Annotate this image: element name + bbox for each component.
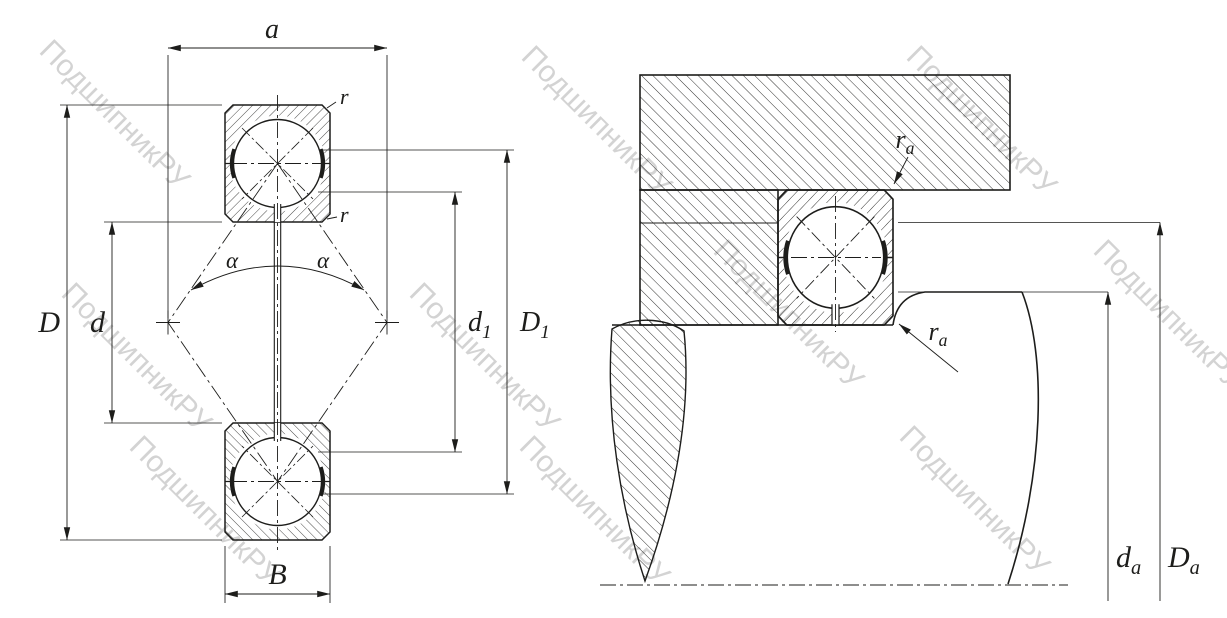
pressure-center-marks — [156, 310, 399, 335]
dimension-a: a — [167, 14, 388, 318]
contact-angle: α α — [190, 248, 365, 291]
dimension-D: D — [37, 104, 222, 541]
watermark-text: ПодшипникРУ — [55, 277, 218, 440]
dimension-B: B — [224, 546, 331, 603]
dim-a-label: a — [265, 14, 279, 45]
left-view-bearing-section: a r r α α D d — [37, 14, 550, 603]
contact-angle-right-label: α — [317, 248, 330, 273]
watermark-text: ПодшипникРУ — [893, 420, 1056, 583]
dim-D-label: D — [37, 306, 60, 339]
shaft-shoulder-fillet — [892, 291, 1022, 326]
shaft-shoulder-profile — [1007, 291, 1040, 585]
dim-r-outer-label: r — [340, 84, 349, 109]
inner-ring-split-lines — [273, 222, 282, 423]
mounted-ball-centerlines — [791, 196, 881, 332]
dim-Da-label: Da — [1167, 541, 1200, 579]
watermark-text: ПодшипникРУ — [403, 277, 566, 440]
shaft-break-section — [609, 319, 687, 584]
dim-ra-bottom-label: ra — [929, 317, 948, 350]
dimension-da: da — [898, 291, 1141, 601]
dimension-Da: Da — [898, 222, 1200, 601]
watermark-text: ПодшипникРУ — [33, 34, 196, 197]
dimension-d: d — [90, 221, 222, 424]
fillet-radius-inner: r — [326, 202, 349, 227]
dim-da-label: da — [1116, 541, 1141, 579]
dim-r-inner-label: r — [340, 202, 349, 227]
dimension-D1: D1 — [322, 149, 550, 495]
dimension-ra-bottom: ra — [898, 317, 959, 373]
ball-centerlines — [231, 163, 324, 482]
contact-line-diamond — [167, 162, 388, 483]
dim-B-label: B — [268, 558, 286, 591]
dimension-ra-top: ra — [893, 125, 915, 185]
dim-D1-label: D1 — [519, 307, 550, 343]
dim-ra-top-label: ra — [896, 125, 915, 158]
housing-section — [639, 74, 1011, 191]
dim-d-label: d — [90, 306, 106, 339]
right-view-mounting: ra ra da Da — [600, 74, 1200, 601]
dim-d1-label: d1 — [468, 307, 492, 343]
dimension-d1: d1 — [318, 191, 492, 453]
fillet-radius-outer: r — [326, 84, 349, 109]
contact-angle-left-label: α — [226, 248, 239, 273]
shoulder-abutment-section — [639, 189, 779, 326]
